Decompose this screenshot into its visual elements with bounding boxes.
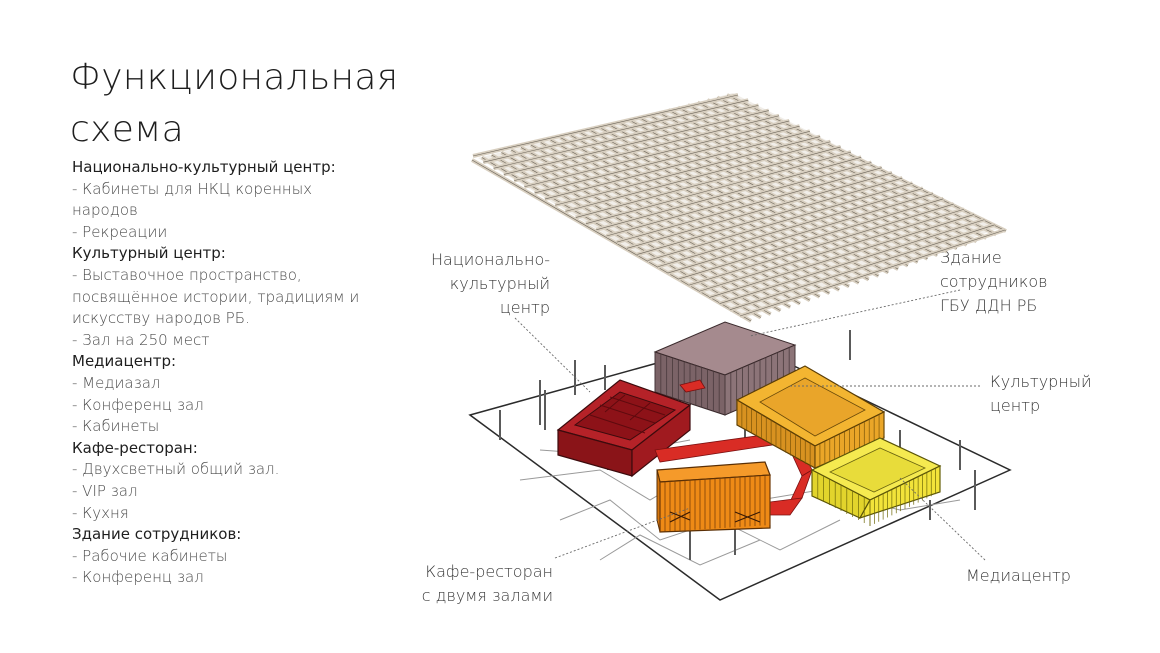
callout-staff-building: Здание сотрудников ГБУ ДДН РБ <box>940 246 1080 318</box>
callout-line: ГБУ ДДН РБ <box>940 296 1038 315</box>
callout-cafe-restaurant: Кафе-ресторан с двумя залами <box>400 560 553 608</box>
roof-beam <box>668 193 934 274</box>
cafe-restaurant-building <box>656 461 771 533</box>
roof-beam <box>585 151 852 224</box>
roof-beam <box>540 142 820 298</box>
legend-item: - Конференц зал <box>72 395 204 414</box>
roof-beam <box>483 99 749 163</box>
roof-beam <box>501 152 781 311</box>
roof-beam <box>739 229 1006 317</box>
roof-beam <box>544 131 810 200</box>
roof-beam <box>678 198 944 280</box>
media-facade-lines <box>811 466 941 526</box>
roof-beam <box>626 172 893 249</box>
legend-heading: Национально-культурный центр: <box>72 158 336 176</box>
cultural-center-building <box>735 365 886 470</box>
roof-beam <box>657 188 923 268</box>
roof-beam <box>709 214 975 298</box>
roof-beam <box>530 144 810 301</box>
callout-national-cultural-center: Национально- культурный центр <box>410 248 550 320</box>
legend-item: - Зал на 250 мест <box>72 330 210 349</box>
culture-facade-lines <box>736 400 885 470</box>
roof-beam <box>472 94 739 157</box>
legend-heading: Культурный центр: <box>72 244 226 263</box>
roof-beam <box>729 224 995 311</box>
roof-beam <box>719 219 985 304</box>
roof-beam <box>555 136 821 206</box>
roof-beam <box>647 182 913 261</box>
roof-beam <box>688 203 954 286</box>
roof-beam <box>698 208 965 292</box>
roof-beam <box>493 105 759 169</box>
callout-line: с двумя залами <box>421 586 553 605</box>
legend-item: - Двухсветный общий зал. <box>72 460 280 479</box>
legend-heading: Медиацентр: <box>72 352 177 371</box>
legend-item: - Конференц зал <box>72 568 204 587</box>
legend-item: - Выставочное пространство, <box>72 265 302 284</box>
legend-heading: Здание сотрудников: <box>72 525 242 544</box>
roof-beam <box>524 120 790 188</box>
callout-line: Кафе-ресторан <box>425 562 553 581</box>
legend-heading: Кафе-ресторан: <box>72 438 198 457</box>
roof-beam <box>503 110 769 175</box>
legend-item: - VIP зал <box>72 481 138 500</box>
callout-cultural-center: Культурный центр <box>990 370 1120 418</box>
legend-item: посвящённое истории, традициям и <box>72 287 360 306</box>
roof-beam <box>565 141 831 212</box>
callout-line: центр <box>990 396 1041 415</box>
roof-beam <box>471 159 752 322</box>
nkc-building <box>556 379 692 478</box>
roof-beam <box>596 157 862 231</box>
roof-beam <box>616 167 882 243</box>
callout-media-center: Медиацентр <box>966 564 1096 588</box>
roof-grid <box>471 93 1007 323</box>
callout-line: Национально- <box>431 250 550 269</box>
roof-beam <box>520 147 801 304</box>
roof-beam <box>560 137 840 291</box>
callout-line: Здание <box>940 248 1002 267</box>
legend-item: - Кабинеты <box>72 417 160 436</box>
callout-line: Медиацентр <box>966 566 1071 585</box>
legend-item: - Рабочие кабинеты <box>72 546 228 565</box>
roof-beam <box>514 115 780 181</box>
cafe-facade-lines <box>659 475 771 532</box>
callout-line: сотрудников <box>940 272 1048 291</box>
leader-lines <box>514 289 986 561</box>
page-title: Функциональная схема <box>70 52 398 156</box>
function-legend: Национально-культурный центр: - Кабинеты … <box>72 157 372 589</box>
page-title-line-1: Функциональная <box>70 57 399 98</box>
roof-beam <box>637 177 903 255</box>
legend-item: - Кабинеты для НКЦ коренных <box>72 179 313 198</box>
callout-line: центр <box>499 298 550 317</box>
roof-beam <box>534 125 800 194</box>
roof-beam <box>606 162 872 237</box>
legend-item: - Рекреации <box>72 222 168 241</box>
axonometric-diagram <box>468 93 1012 601</box>
legend-item: искусству народов РБ. <box>72 309 250 328</box>
legend-item: - Медиазал <box>72 373 161 392</box>
roof-beam <box>575 146 841 218</box>
legend-item: - Кухня <box>72 503 129 522</box>
media-center-building <box>810 437 942 526</box>
roof-beam <box>511 149 791 308</box>
roof-beam <box>550 139 830 294</box>
callout-line: Культурный <box>990 372 1092 391</box>
legend-item: народов <box>72 201 138 220</box>
callout-line: культурный <box>449 274 550 293</box>
page-title-line-2: схема <box>70 109 184 150</box>
